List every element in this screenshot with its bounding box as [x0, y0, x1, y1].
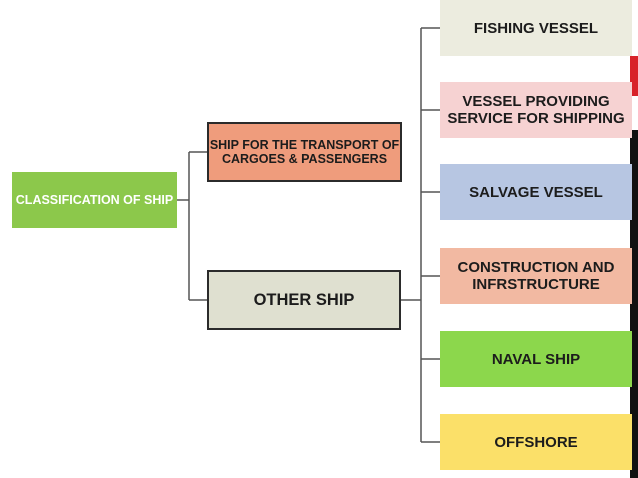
fishing-vessel-node: FISHING VESSEL	[440, 0, 632, 56]
root-node-label: CLASSIFICATION OF SHIP	[15, 192, 174, 207]
naval-ship-label: NAVAL SHIP	[491, 350, 581, 368]
edge-accent-dark	[630, 130, 638, 478]
offshore-label: OFFSHORE	[494, 433, 578, 451]
edge-accent-red	[630, 56, 638, 96]
service-vessel-label: VESSEL PROVIDING SERVICE FOR SHIPPING	[447, 93, 625, 127]
naval-ship-node: NAVAL SHIP	[440, 331, 632, 387]
salvage-vessel-label: SALVAGE VESSEL	[469, 183, 603, 201]
offshore-node: OFFSHORE	[440, 414, 632, 470]
other-ship-node-label: OTHER SHIP	[253, 290, 355, 309]
construction-label: CONSTRUCTION AND INFRSTRUCTURE	[457, 259, 615, 293]
cargo-passenger-node: SHIP FOR THE TRANSPORT OF CARGOES & PASS…	[207, 122, 402, 182]
fishing-vessel-label: FISHING VESSEL	[473, 19, 599, 37]
service-vessel-node: VESSEL PROVIDING SERVICE FOR SHIPPING	[440, 82, 632, 138]
other-ship-node: OTHER SHIP	[207, 270, 401, 330]
cargo-passenger-node-label: SHIP FOR THE TRANSPORT OF CARGOES & PASS…	[209, 138, 400, 166]
root-node: CLASSIFICATION OF SHIP	[12, 172, 177, 228]
construction-node: CONSTRUCTION AND INFRSTRUCTURE	[440, 248, 632, 304]
salvage-vessel-node: SALVAGE VESSEL	[440, 164, 632, 220]
